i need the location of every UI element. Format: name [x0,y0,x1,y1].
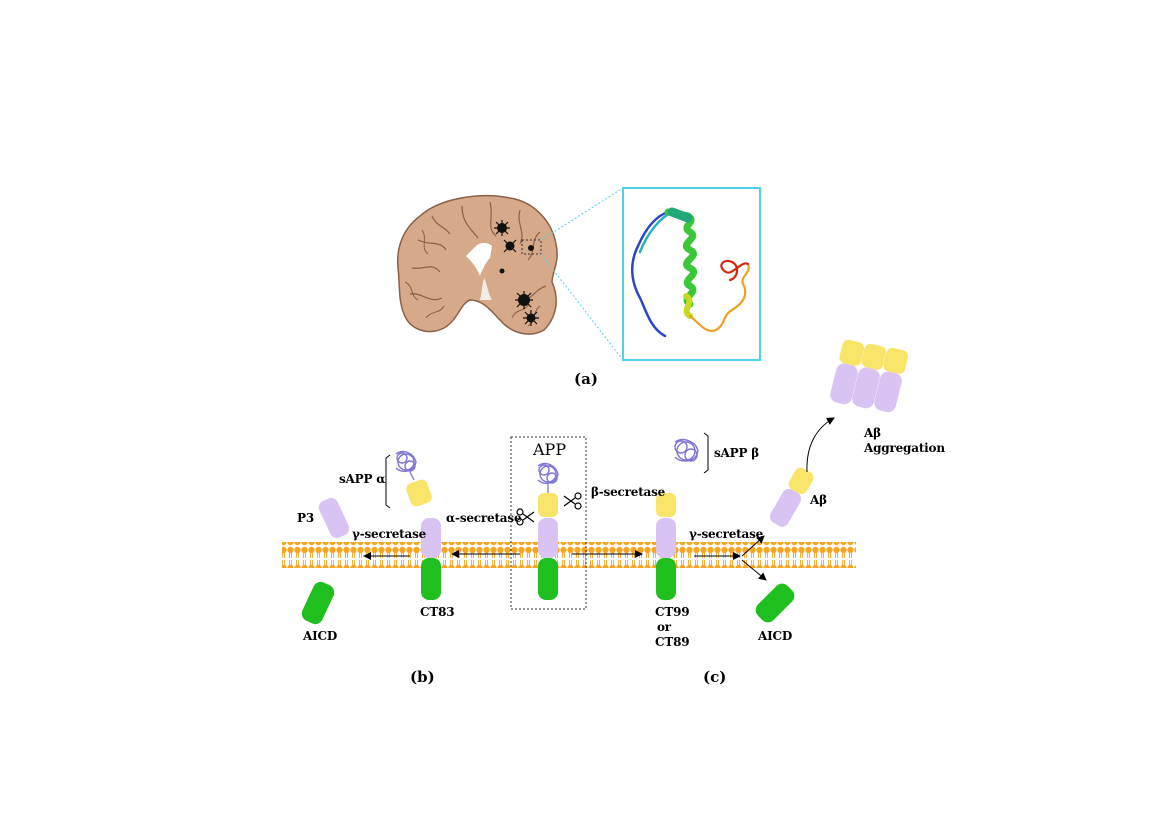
beta-secretase-label: β-secretase [591,485,666,499]
abeta-aggregation-label: Aβ Aggregation [864,426,945,456]
sapp-beta-label: sAPP β [714,446,760,460]
protein-coil-icon [537,462,559,485]
abeta-aggregation-line2: Aggregation [864,441,945,455]
cell-membrane [282,542,856,568]
p3-fragment [318,497,350,539]
zoom-box [521,239,542,255]
abeta-aggregate [830,339,909,413]
brain-section [396,195,558,335]
aicd-left-label: AICD [303,629,338,643]
panel-c-label: (c) [703,668,727,686]
gamma-secretase-right-label: γ-secretase [689,527,764,541]
sapp-alpha-fragment [385,450,432,509]
sapp-alpha-label: sAPP α [339,472,386,486]
abeta-aggregation-line1: Aβ [864,426,881,440]
app-label: APP [533,440,567,459]
sapp-beta-fragment [674,432,709,474]
scissors-icon [516,492,582,526]
abeta-label: Aβ [810,493,827,507]
ct99-line3: CT89 [655,635,690,649]
aicd-left-fragment [301,581,335,625]
ct99-label: CT99 or CT89 [655,605,690,650]
panel-a-label: (a) [574,370,598,388]
p3-label: P3 [297,511,314,525]
panel-b-label: (b) [410,668,435,686]
abeta-fragment [769,467,814,527]
aicd-right-fragment [755,583,795,623]
ct83-label: CT83 [420,605,455,619]
ct99-line2: or [657,620,671,634]
app-box [510,436,587,610]
arrow-icon [363,417,835,581]
ct99-fragment [656,493,676,600]
ct99-line1: CT99 [655,605,690,619]
gamma-secretase-left-label: γ-secretase [352,527,427,541]
ct83-fragment [421,518,441,600]
aicd-right-label: AICD [758,629,793,643]
protein-structure [631,207,750,338]
app-protein [537,462,559,600]
alpha-secretase-label: α-secretase [446,511,522,525]
